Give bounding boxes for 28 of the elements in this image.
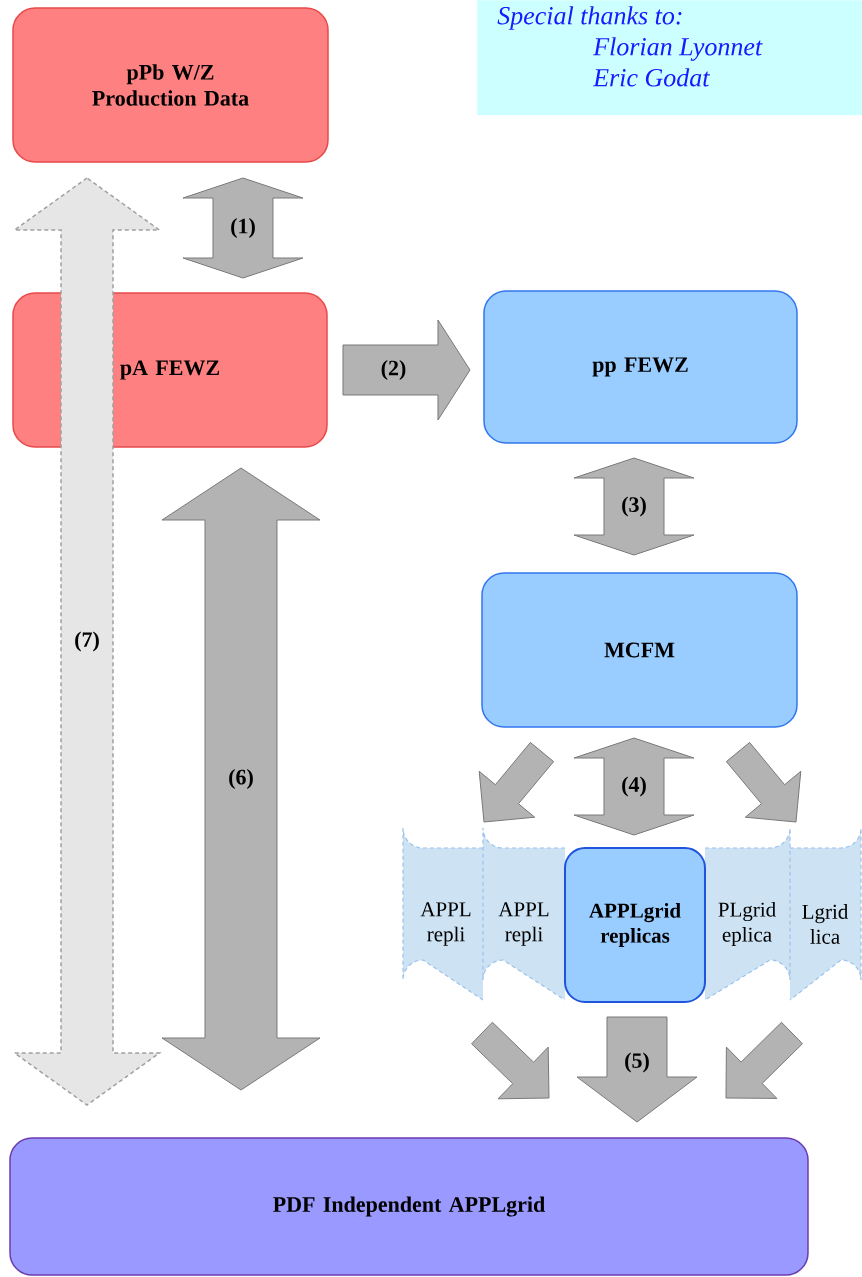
process-box: MCFM (481, 572, 798, 728)
process-box: pPb W/Z Production Data (12, 7, 329, 163)
edge-label: (4) (620, 775, 648, 798)
block-arrow (471, 1021, 550, 1100)
replica-box: APPL repli (402, 827, 484, 1001)
block-arrow (725, 741, 802, 823)
block-arrow (478, 741, 555, 823)
block-arrow (725, 1021, 803, 1099)
edge-label: (2) (379, 359, 408, 381)
edge-label: (7) (73, 630, 101, 653)
process-box: pp FEWZ (483, 290, 798, 444)
edge-label: (5) (623, 1051, 651, 1074)
edge-label: (3) (620, 495, 648, 518)
replica-box: PLgrid eplica (704, 827, 791, 1001)
block-arrow (342, 319, 471, 421)
replica-box: Lgrid lica (789, 827, 862, 1001)
block-arrow (576, 1016, 698, 1123)
edge-label: (6) (227, 768, 255, 790)
block-arrow (12, 177, 162, 1106)
block-arrow (182, 177, 304, 279)
block-arrow (573, 737, 695, 836)
replica-box: APPLgrid replicas (564, 847, 706, 1003)
note-box: Special thanks to: Florian Lyonnet Eric Godat (477, 0, 862, 116)
block-arrow (573, 457, 695, 556)
result-box: PDF Independent APPLgrid (9, 1137, 809, 1276)
edge-label: (1) (229, 217, 257, 239)
block-arrow (161, 467, 321, 1091)
replica-box: APPL repli (482, 827, 566, 1001)
